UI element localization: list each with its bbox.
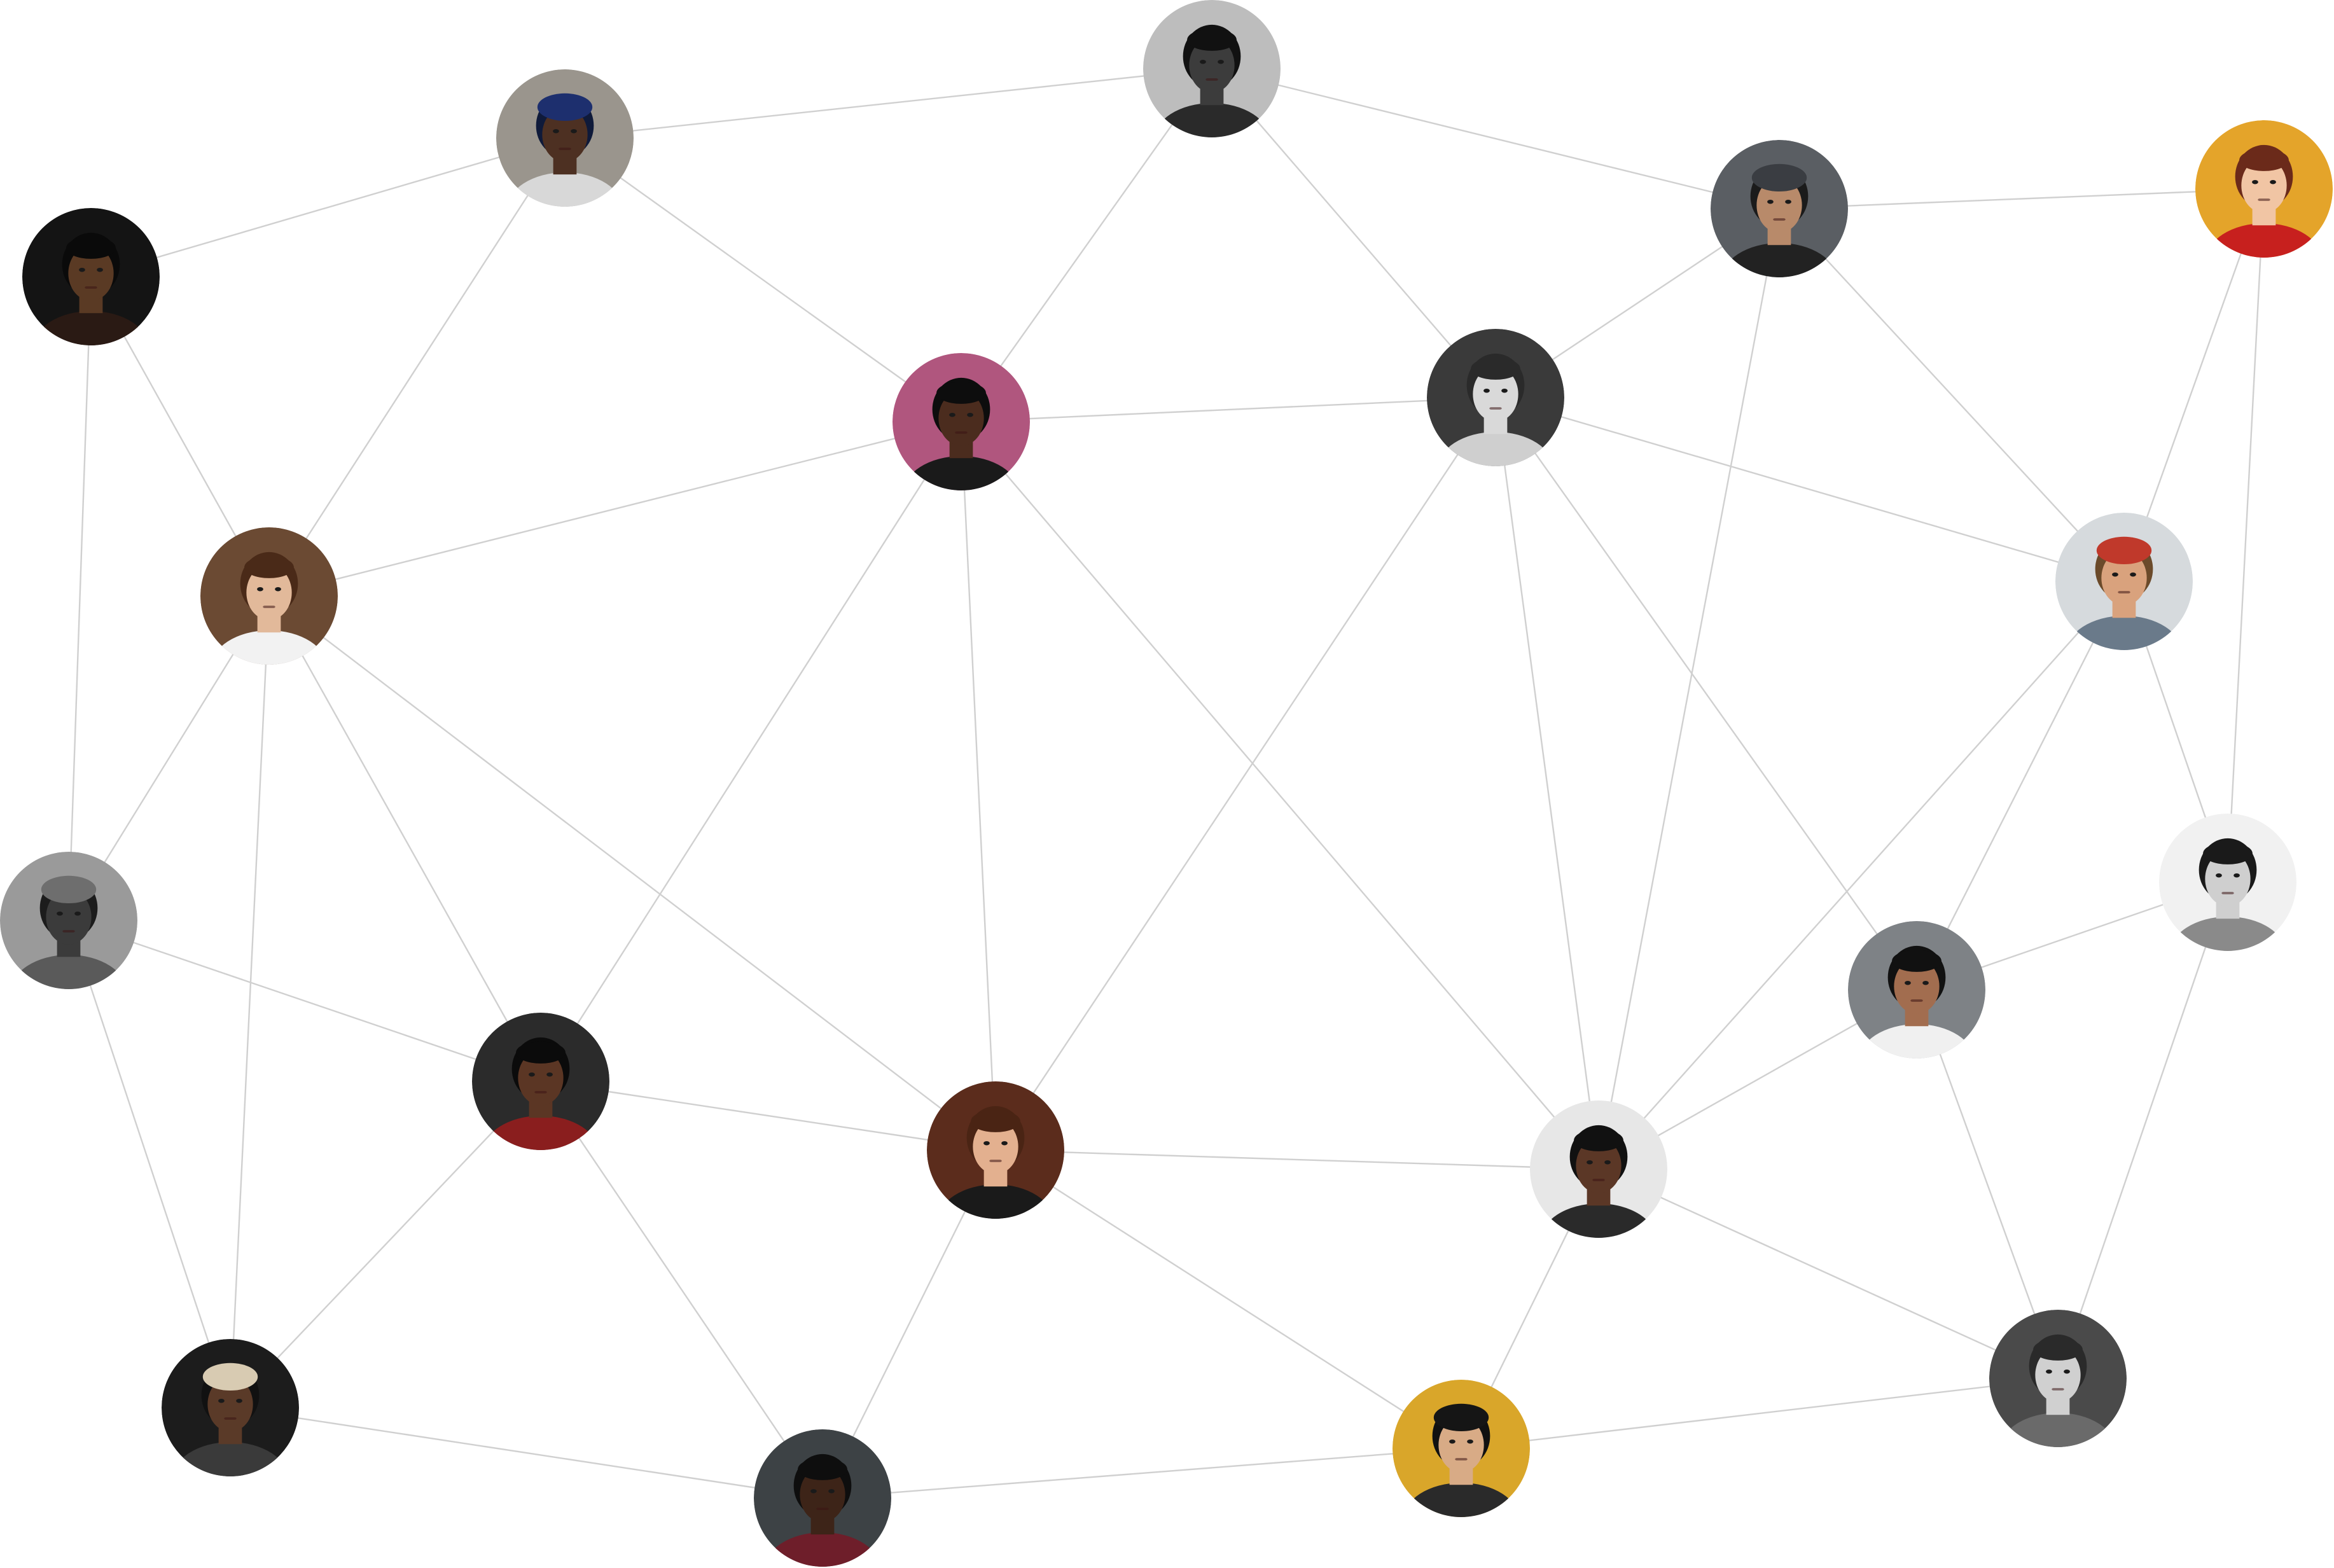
edge-n6-n13 (539, 421, 962, 1082)
person-avatar-n3[interactable] (1143, 0, 1281, 179)
edge-n2-n6 (564, 137, 962, 422)
edge-n14-n15 (995, 1149, 1599, 1170)
edge-n2-n3 (564, 67, 1212, 139)
person-portrait-icon (10, 875, 127, 989)
person-portrait-icon (211, 552, 328, 665)
edge-n6-n8 (268, 420, 962, 597)
person-portrait-icon (764, 1454, 881, 1567)
person-avatar-n16[interactable] (162, 1339, 299, 1518)
person-avatar-n6[interactable] (893, 353, 1030, 532)
edge-n7-n9 (1495, 396, 2125, 583)
edge-n10-n16 (67, 920, 232, 1408)
edge-n1-n10 (67, 276, 92, 921)
person-avatar-n14[interactable] (927, 1081, 1064, 1260)
person-avatar-n10[interactable] (0, 852, 137, 1030)
edge-n13-n14 (540, 1080, 996, 1151)
person-avatar-n12[interactable] (1848, 921, 1985, 1100)
person-avatar-n17[interactable] (754, 1429, 891, 1568)
edge-n8-n14 (268, 595, 996, 1151)
edge-n1-n2 (90, 137, 566, 278)
person-portrait-icon (1540, 1125, 1657, 1238)
edge-n16-n17 (230, 1406, 823, 1499)
edge-n5-n9 (2123, 188, 2265, 582)
edge-n4-n5 (1779, 188, 2265, 210)
person-portrait-icon (506, 93, 623, 207)
person-portrait-icon (903, 377, 1020, 490)
edge-n10-n13 (68, 919, 541, 1083)
edge-n9-n12 (1915, 581, 2125, 990)
person-avatar-n19[interactable] (1989, 1310, 2127, 1488)
person-portrait-icon (1721, 163, 1838, 277)
edge-n13-n16 (230, 1081, 541, 1408)
person-avatar-n15[interactable] (1530, 1100, 1667, 1279)
person-portrait-icon (2169, 838, 2286, 951)
edge-n4-n9 (1779, 208, 2125, 582)
person-avatar-n18[interactable] (1393, 1380, 1530, 1558)
edge-n8-n13 (268, 595, 542, 1082)
person-portrait-icon (172, 1363, 289, 1476)
person-avatar-n5[interactable] (2195, 120, 2333, 299)
person-avatar-n2[interactable] (496, 69, 634, 248)
edge-n2-n8 (268, 137, 566, 597)
edge-n5-n11 (2226, 188, 2265, 883)
edge-n8-n16 (229, 595, 270, 1408)
edge-n14-n18 (995, 1149, 1462, 1450)
edge-n3-n7 (1211, 68, 1496, 398)
person-portrait-icon (1153, 24, 1270, 137)
person-portrait-icon (1437, 353, 1554, 466)
person-portrait-icon (937, 1106, 1054, 1219)
person-portrait-icon (1999, 1334, 2116, 1447)
person-portrait-icon (2205, 144, 2323, 258)
edge-n15-n19 (1598, 1168, 2059, 1380)
edge-n9-n15 (1598, 581, 2125, 1170)
person-avatar-n4[interactable] (1711, 140, 1848, 319)
edges-layer (67, 67, 2265, 1499)
person-portrait-icon (1403, 1403, 1520, 1517)
edge-n7-n12 (1495, 397, 1917, 990)
edge-n4-n15 (1597, 208, 1781, 1170)
edge-n18-n19 (1461, 1377, 2059, 1450)
person-avatar-n13[interactable] (472, 1013, 609, 1191)
person-avatar-n9[interactable] (2055, 513, 2193, 691)
edge-n3-n4 (1211, 67, 1780, 210)
person-avatar-n8[interactable] (200, 527, 338, 706)
person-portrait-icon (482, 1037, 599, 1150)
edge-n6-n7 (961, 396, 1496, 423)
edge-n13-n17 (540, 1081, 823, 1499)
edge-n11-n19 (2057, 882, 2229, 1379)
person-portrait-icon (1858, 945, 1975, 1058)
edge-n3-n6 (961, 68, 1212, 422)
edge-n12-n19 (1915, 989, 2059, 1379)
person-portrait-icon (2066, 536, 2183, 650)
person-avatar-n1[interactable] (22, 208, 160, 387)
edge-n7-n14 (995, 397, 1496, 1151)
edge-n7-n15 (1494, 397, 1600, 1170)
person-avatar-n11[interactable] (2159, 814, 2296, 992)
person-avatar-n7[interactable] (1427, 329, 1564, 508)
edge-n6-n15 (961, 421, 1599, 1170)
edge-n6-n14 (960, 421, 997, 1151)
edge-n17-n18 (822, 1447, 1462, 1499)
person-portrait-icon (32, 232, 149, 345)
